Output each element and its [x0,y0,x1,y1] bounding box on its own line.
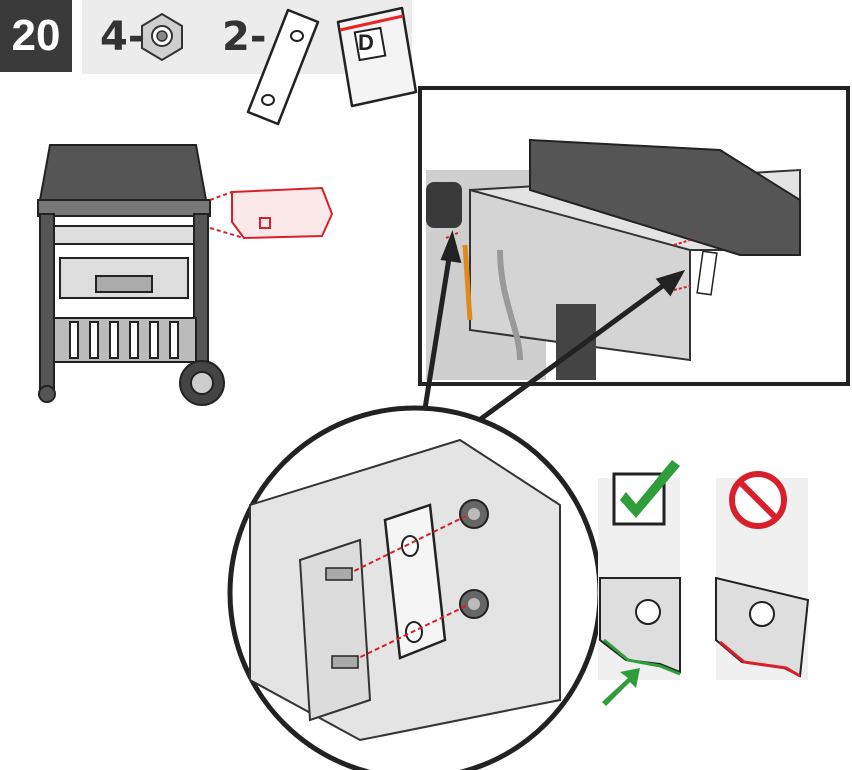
incorrect-orientation [716,474,808,680]
correct-orientation [598,460,680,706]
side-table-highlight [210,188,332,238]
flange-nut-top [460,500,488,528]
side-table-bracket-icon [248,10,318,124]
inset-view [420,88,848,384]
hardware-bag-icon [338,8,416,106]
no-symbol-icon [732,474,784,526]
detail-circle [230,408,600,770]
flange-nut-bottom [460,590,488,618]
flange-nut-icon [142,14,182,60]
grill-overview [38,145,224,405]
bag-label: D [358,30,374,56]
